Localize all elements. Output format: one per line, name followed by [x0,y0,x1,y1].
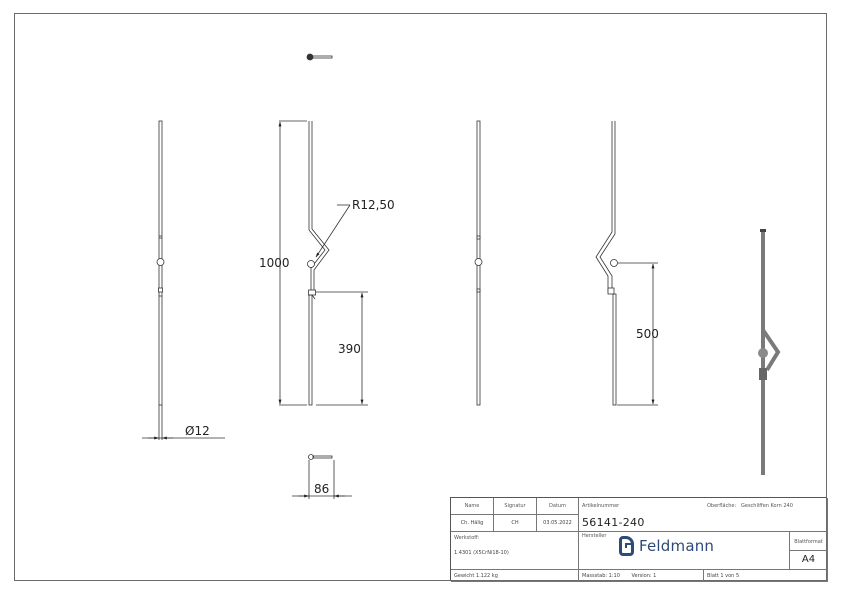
front-view [278,120,368,406]
material-cell: Werkstoff: 1.4301 (X5CrNi18-10) [451,532,579,570]
version: Version: 1 [631,573,657,579]
signature-label: Signatur [494,498,537,515]
format-value: A4 [790,551,828,570]
sheet-number: Blatt 1 von 5 [704,570,828,582]
logo-text: Feldmann [639,537,715,555]
article-label: Artikelnummer [582,503,620,509]
signature-value: CH [494,515,537,532]
length-dimension: 1000 [259,256,290,270]
title-block: Name Signatur Datum Ch. Hälig CH 03.05.2… [450,497,828,582]
side-view-right [474,120,483,406]
material-label: Werkstoff: [454,535,480,541]
article-number: 56141-240 [582,516,645,529]
material-value: 1.4301 (X5CrNi18-10) [454,550,509,556]
ball-height-dimension: 500 [636,327,659,341]
weight: Gewicht 1.122 kg [451,570,579,582]
manufacturer-cell: Hersteller Feldmann [579,532,790,570]
feldmann-logo: Feldmann [619,536,714,556]
surface-value: Geschliffen Korn 240 [741,503,793,509]
bottom-view [292,454,352,499]
scale-version-cell: Massstab: 1:10 Version: 1 [579,570,704,582]
format-label: Blattformat [790,532,828,551]
manufacturer-label: Hersteller [582,533,607,539]
radius-dimension: R12,50 [352,198,395,212]
rear-view [595,121,658,406]
scale: Massstab: 1:10 [582,573,620,579]
name-value: Ch. Hälig [451,515,494,532]
logo-mark-icon [619,536,634,556]
offset-dimension: 390 [338,342,361,356]
isometric-view [758,229,781,475]
surface-label: Oberfläche: [707,503,737,509]
side-view-left [142,120,225,440]
date-value: 03.05.2022 [537,515,579,532]
article-cell: Artikelnummer Oberfläche: Geschliffen Ko… [579,498,828,532]
drawing-frame [14,13,827,581]
name-label: Name [451,498,494,515]
diameter-dimension: Ø12 [185,424,210,438]
bend-width-dimension: 86 [314,482,329,496]
top-view [306,53,333,61]
date-label: Datum [537,498,579,515]
